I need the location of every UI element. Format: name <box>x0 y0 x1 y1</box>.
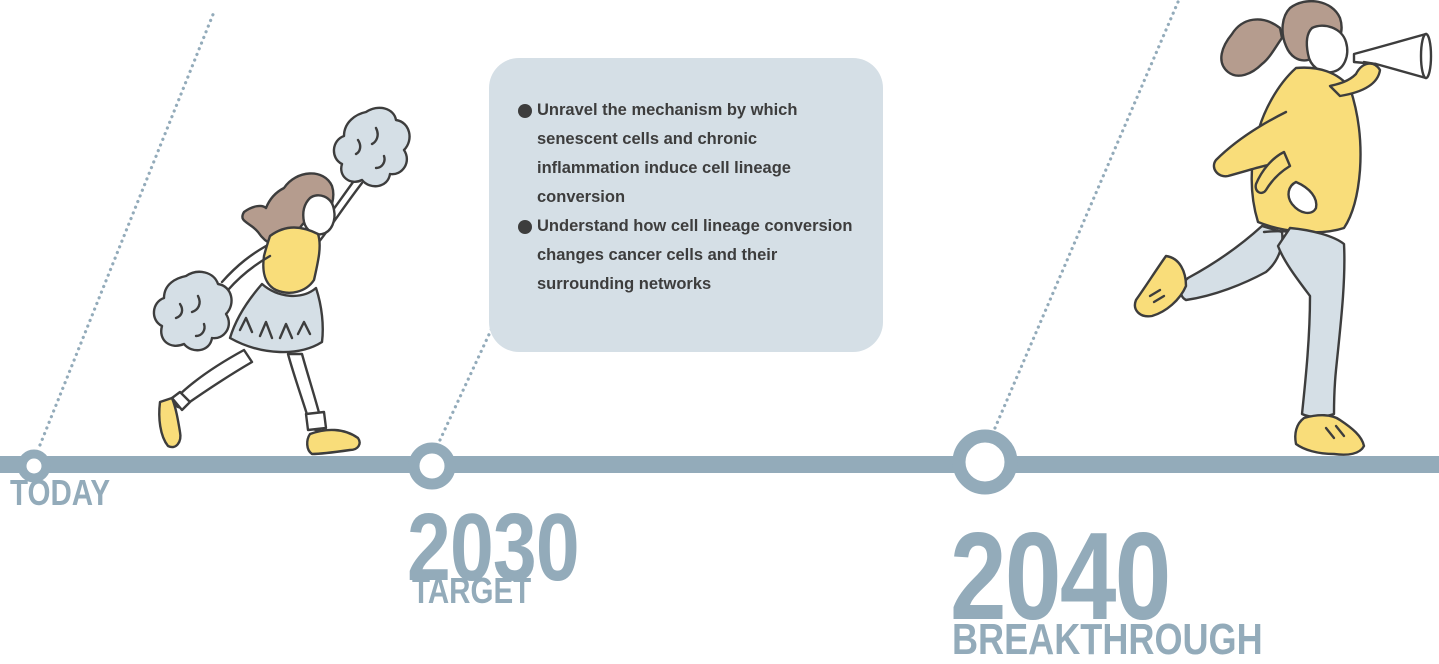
milestone-label-breakthrough: BREAKTHROUGH <box>952 615 1263 664</box>
node-2040 <box>952 429 1018 495</box>
goal-text: Understand how cell lineage conversion c… <box>537 217 853 293</box>
running-woman-megaphone-illustration <box>1133 0 1433 456</box>
connector-today <box>38 10 216 447</box>
bullet-icon <box>518 104 532 118</box>
milestone-year-2040: 2040 <box>950 508 1171 646</box>
milestone-label-today: TODAY <box>10 472 111 513</box>
node-today <box>17 449 51 483</box>
milestone-label-target: TARGET <box>412 570 532 611</box>
goals-callout-box: Unravel the mechanism by which senescent… <box>489 58 883 352</box>
connector-2040 <box>993 0 1180 430</box>
goal-item: Unravel the mechanism by which senescent… <box>518 96 853 212</box>
node-2030 <box>408 442 456 490</box>
goal-item: Understand how cell lineage conversion c… <box>518 212 853 299</box>
goal-text: Unravel the mechanism by which senescent… <box>537 101 798 206</box>
goals-list: Unravel the mechanism by which senescent… <box>518 96 853 299</box>
milestone-year-2030: 2030 <box>407 494 580 601</box>
cheerleader-girl-illustration <box>152 106 411 456</box>
bullet-icon <box>518 220 532 234</box>
connector-2030 <box>438 326 494 442</box>
timeline-bar <box>0 456 1439 473</box>
